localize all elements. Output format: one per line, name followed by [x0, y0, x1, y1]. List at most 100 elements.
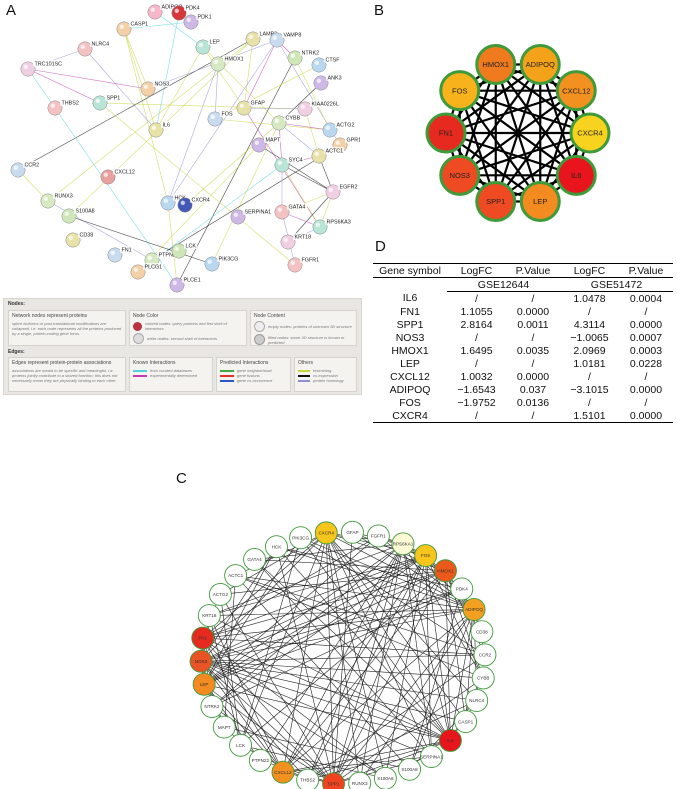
node-label: NOS3	[195, 659, 208, 664]
node-label: NLRC4	[469, 698, 485, 703]
edge	[402, 543, 484, 679]
node-label: S100A8	[377, 776, 394, 781]
node-thbs2: THBS2	[47, 99, 80, 116]
value-cell: /	[644, 370, 648, 383]
node-highlight	[210, 114, 215, 120]
node-syc4: SYC4	[274, 156, 304, 173]
edge	[235, 575, 475, 610]
edge	[223, 575, 236, 728]
node-highlight	[314, 151, 319, 156]
node-label-bg	[300, 49, 320, 56]
node-il6: IL6	[555, 154, 597, 196]
node-label: CD38	[476, 629, 488, 634]
node-label: EGFR2	[340, 184, 358, 190]
node-label: MAPT	[266, 137, 282, 143]
node-ccr2: CCR2	[10, 161, 40, 178]
node-circle	[248, 749, 272, 772]
legend-pred-2: gene fusions	[237, 373, 260, 378]
node-label-bg	[293, 233, 313, 240]
value-cell: −1.6543	[457, 383, 496, 396]
edge	[99, 102, 296, 266]
value-cell: /	[475, 331, 478, 344]
node-circle	[450, 577, 474, 601]
node-label-bg	[335, 121, 355, 128]
node-lamp3: LAMP3	[245, 30, 278, 47]
edge	[276, 546, 475, 610]
node-label-bg	[264, 136, 281, 143]
edge	[203, 615, 210, 685]
node-label: PTPN22	[159, 252, 179, 258]
node-highlight	[163, 198, 168, 203]
node-nos3: NOS3	[439, 154, 481, 196]
edge	[123, 28, 149, 90]
node-cxcr4: CXCR4	[569, 112, 611, 154]
gene-cell: FOS	[399, 396, 421, 409]
edge	[304, 108, 320, 157]
node-label-bg	[287, 156, 304, 163]
node-highlight	[50, 103, 55, 109]
node-label-bg	[217, 255, 241, 262]
node-lep: LEP	[519, 180, 561, 222]
node-highlight	[150, 7, 155, 12]
node-label-bg	[220, 110, 234, 117]
edge	[300, 537, 451, 741]
node-circle	[439, 154, 481, 196]
node-label-bg	[324, 147, 344, 154]
node-label: IL6	[447, 738, 454, 743]
edge	[240, 532, 327, 746]
node-label: KRT18	[295, 234, 312, 240]
node-label: CASP1	[458, 719, 474, 724]
edge	[326, 532, 432, 757]
edge	[333, 555, 426, 784]
node-hmox1: HMOX1	[210, 55, 244, 72]
edge	[220, 594, 334, 784]
line-cooccurrence-icon	[220, 379, 234, 382]
node-label: LEP	[210, 39, 221, 45]
node-fos: FOS	[207, 110, 234, 127]
edge	[281, 164, 334, 193]
node-circle	[433, 559, 457, 583]
value-cell: /	[531, 357, 535, 370]
node-cybb: CYBB	[471, 666, 495, 690]
node-highlight	[174, 246, 179, 251]
filled-node-swatch	[254, 334, 265, 345]
legend-others-title: Others	[298, 360, 314, 366]
edge	[184, 122, 280, 206]
node-highlight	[172, 280, 177, 285]
node-ptpn22: PTPN22	[248, 749, 272, 772]
node-krt18: KRT18	[280, 233, 313, 250]
edge	[459, 131, 591, 177]
node-highlight	[119, 24, 125, 29]
node-label: S100A8	[76, 208, 95, 214]
node-label-bg	[243, 208, 274, 215]
legend-node-content-box: Node Content empty nodes: proteins of un…	[250, 310, 357, 346]
node-highlight	[254, 140, 259, 145]
node-label: HMOX1	[482, 60, 509, 69]
node-fgfr1: FGFR1	[287, 256, 320, 273]
node-cxcl12: CXCL12	[100, 168, 137, 185]
node-highlight	[213, 59, 218, 64]
node-label: NOS3	[450, 171, 470, 180]
legend-pred-3: gene co-occurrence	[237, 378, 273, 383]
edge	[200, 609, 475, 662]
node-actc1: ACTC1	[224, 564, 248, 587]
node-highlight	[13, 165, 18, 170]
node-krt18: KRT18	[197, 604, 221, 627]
node-highlight	[180, 200, 185, 205]
node-circle	[197, 604, 221, 627]
value-cell: 2.0969	[573, 344, 606, 357]
node-label: SERPINA1	[245, 209, 272, 215]
edge	[326, 532, 475, 610]
panel-c-label: C	[176, 470, 187, 487]
node-label-bg	[345, 136, 360, 143]
edge	[209, 615, 241, 746]
value-cell: /	[531, 292, 535, 305]
node-highlight	[143, 84, 148, 90]
node-label: FOS	[452, 86, 467, 95]
value-cell: /	[588, 370, 591, 383]
node-label-bg	[184, 4, 201, 11]
node-circle	[438, 729, 462, 752]
node-highlight	[290, 260, 295, 265]
